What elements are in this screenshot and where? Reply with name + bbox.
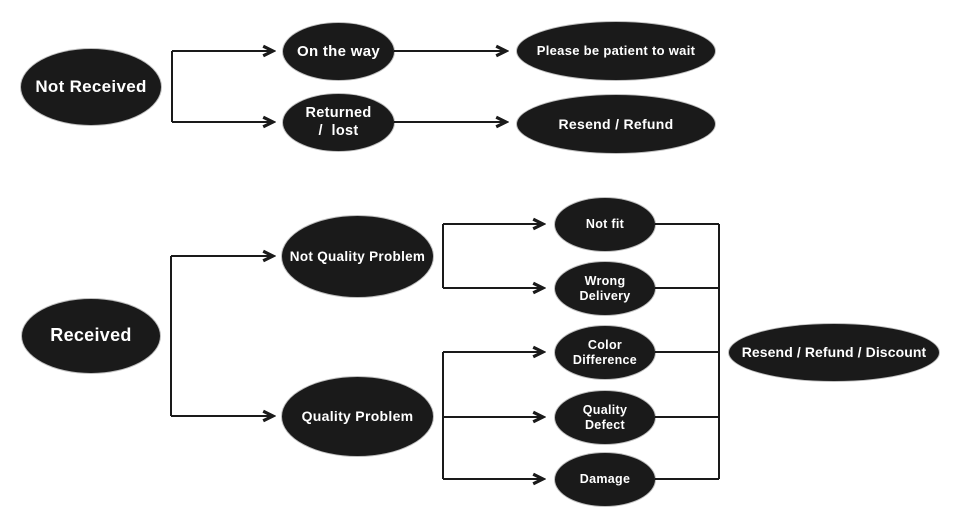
node-damage: Damage — [555, 453, 655, 506]
node-resend-refund: Resend / Refund — [517, 95, 715, 153]
node-label-line1: Returned — [305, 105, 372, 122]
node-quality-defect: Quality Defect — [555, 391, 655, 444]
node-label-line2: Difference — [572, 352, 638, 367]
node-resend-refund-discount: Resend / Refund / Discount — [729, 324, 939, 381]
node-returned-lost: Returned / lost — [283, 94, 394, 151]
node-label: Resend / Refund / Discount — [741, 344, 927, 361]
node-label-line2: Defect — [584, 417, 625, 432]
node-not-quality-problem: Not Quality Problem — [282, 216, 433, 297]
node-label: Not fit — [585, 217, 625, 232]
node-wrong-delivery: Wrong Delivery — [555, 262, 655, 315]
branch-quality-problem — [442, 352, 542, 479]
branch-not-quality-problem — [442, 224, 542, 288]
node-label: Received — [50, 325, 132, 346]
node-not-received: Not Received — [21, 49, 161, 125]
branch-not-received — [171, 51, 272, 122]
node-label-line1: Color — [587, 337, 623, 352]
node-please-be-patient: Please be patient to wait — [517, 22, 715, 80]
node-label-line2: Delivery — [579, 288, 631, 303]
node-not-fit: Not fit — [555, 198, 655, 251]
node-color-difference: Color Difference — [555, 326, 655, 379]
node-label: Not Received — [35, 76, 147, 96]
node-on-the-way: On the way — [283, 23, 394, 80]
node-label: Resend / Refund — [558, 115, 674, 132]
node-label-line1: Quality — [582, 402, 628, 417]
node-label-line2: / lost — [318, 122, 359, 139]
node-label-line1: Wrong — [584, 273, 626, 288]
node-quality-problem: Quality Problem — [282, 377, 433, 456]
edges-top-right — [394, 51, 505, 122]
node-label: On the way — [296, 42, 381, 60]
node-label: Damage — [579, 472, 631, 487]
collector-to-resolution — [655, 223, 720, 480]
node-label: Please be patient to wait — [536, 43, 696, 59]
node-label: Not Quality Problem — [289, 248, 426, 264]
branch-received — [170, 256, 272, 416]
node-label: Quality Problem — [301, 408, 414, 425]
node-received: Received — [22, 299, 160, 373]
